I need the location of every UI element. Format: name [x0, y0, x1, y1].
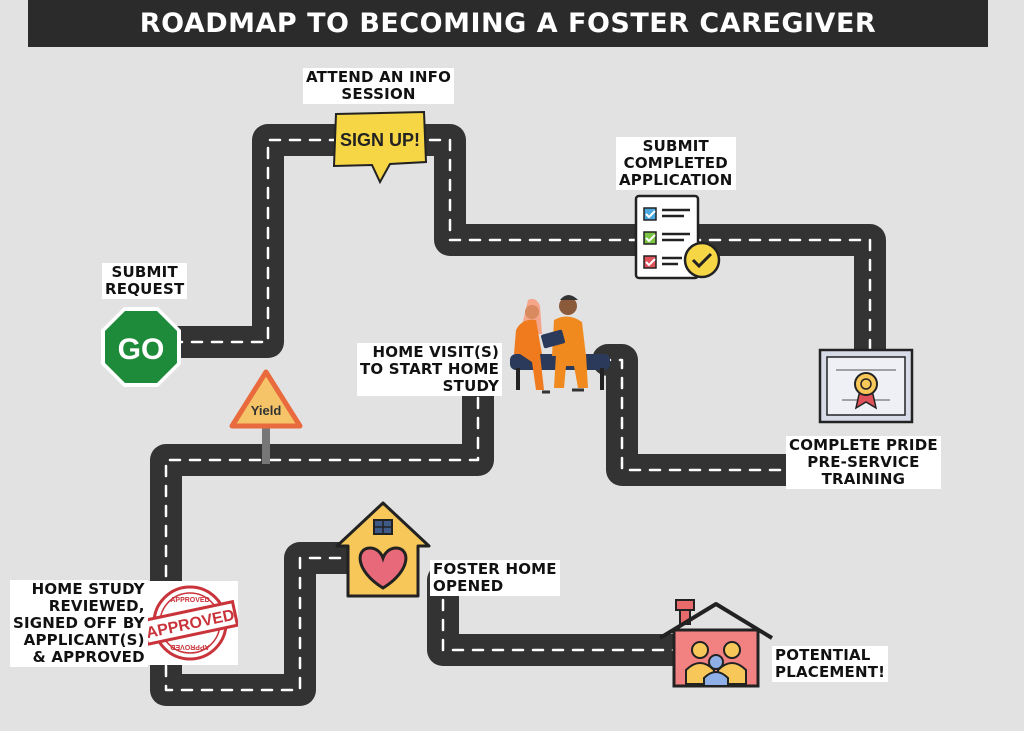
- sign-up-bubble-icon: SIGN UP!: [332, 110, 428, 185]
- yield-sign-text: Yield: [251, 403, 282, 418]
- approved-ring-top-text: APPROVED: [170, 597, 209, 604]
- go-sign-icon: GO: [101, 307, 181, 387]
- certificate-icon: [818, 348, 914, 424]
- road-center-line-2: [164, 358, 822, 692]
- family-house-icon: [658, 599, 774, 688]
- foster-home-heart-icon: [335, 501, 431, 598]
- approved-ring-bottom-text: APPROVED: [170, 643, 209, 650]
- go-sign-text: GO: [118, 333, 165, 366]
- checklist-icon: [634, 194, 721, 280]
- road-center-line-1: [170, 138, 872, 360]
- yield-sign-icon: Yield: [229, 369, 303, 464]
- approved-stamp-icon: APPROVED APPROVED APPROVED: [140, 581, 238, 665]
- sign-up-text: SIGN UP!: [340, 130, 420, 150]
- page-title: ROADMAP TO BECOMING A FOSTER CAREGIVER: [28, 0, 988, 47]
- home-visit-people-icon: [510, 295, 610, 394]
